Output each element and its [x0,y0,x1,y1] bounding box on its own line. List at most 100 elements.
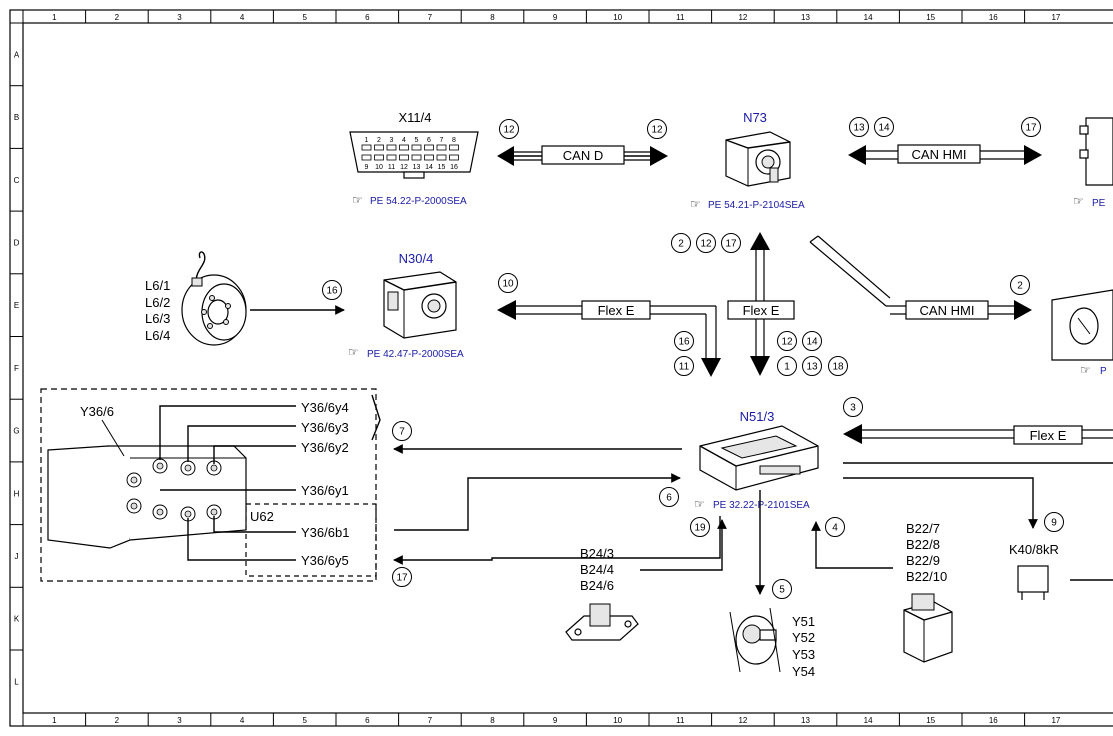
sensor-b24-3: B24/3 [580,546,614,561]
callout-circle [1044,512,1064,532]
valve-y36-6y2: Y36/6y2 [301,440,349,455]
manual-ref-icon: ☞ [352,193,363,207]
callout-circle [659,487,679,507]
connector-pin [424,144,434,151]
n73-ref: PE 54.21-P-2104SEA [708,200,805,211]
connector-pin [436,154,447,161]
callout-circle [392,567,412,587]
can-hmi-mid-bus: CAN HMI [809,235,1032,320]
callout-number: 14 [878,123,890,134]
right-top-device: ☞ PE [1073,117,1113,209]
callout-number: 18 [832,362,844,373]
callout-number: 12 [781,337,793,348]
valve-bolt-core [130,502,138,510]
callout-circle [772,579,792,599]
callout-circle [1010,275,1030,295]
valve-bolt-core [156,462,164,470]
callout-number: 19 [694,523,706,534]
n51-3-control-unit: N51/3 ☞ PE 32.22-P-2101SEA [694,409,819,511]
callout-circle [777,331,797,351]
grid-col-label: 3 [177,13,182,22]
grid-col-label: 9 [553,716,558,725]
solenoid-y53: Y53 [792,647,815,662]
valve-bolt-core [184,510,192,518]
callout-circle [674,356,694,376]
sensor-b22-9: B22/9 [906,553,940,568]
grid-row-label: K [14,615,20,624]
manual-ref-icon: ☞ [690,197,701,211]
pin-number: 14 [425,164,433,171]
sensor-l6-2: L6/2 [145,295,170,310]
grid-col-label: 1 [52,13,57,22]
b22-sensors: B22/7 B22/8 B22/9 B22/10 [811,521,953,663]
callout-circle [498,273,518,293]
flex-e-left-label: Flex E [598,303,635,318]
grid-col-label: 13 [801,716,810,725]
grid-col-label: 8 [490,13,495,22]
callout-number: 2 [1017,281,1023,292]
callout-number: 10 [502,279,514,290]
callout-number: 4 [832,523,838,534]
grid-row-label: D [14,238,20,247]
solenoid-y51: Y51 [792,614,815,629]
sensor-b24-4: B24/4 [580,562,614,577]
callout-circle [499,119,519,139]
y36-6-signal-lines [393,444,721,565]
valve-bolt-core [210,508,218,516]
pin-number: 6 [427,137,431,144]
relay-k40-8kr: K40/8kR [1009,542,1059,557]
right-top-ref: PE [1092,198,1106,209]
grid-col-label: 12 [738,13,747,22]
grid-col-label: 14 [864,13,873,22]
connector-pin [411,154,422,161]
right-mid-device: ☞ P [1051,289,1113,377]
sensor-b22-10: B22/10 [906,569,947,584]
solenoid-y54: Y54 [792,664,815,679]
callout-number: 17 [1025,123,1037,134]
n73-label: N73 [743,110,767,125]
pin-number: 4 [402,137,406,144]
callout-number: 17 [725,239,737,250]
n51-3-label: N51/3 [740,409,775,424]
grid-col-label: 9 [553,13,558,22]
sensor-b22-7: B22/7 [906,521,940,536]
connector-pin [449,154,459,161]
grid-col-label: 1 [52,716,57,725]
y36-6-valve-block: U62 Y36/6 Y36/6y4 Y36/6y3 Y36/6y2 Y36/6y… [40,388,381,582]
flex-e-left-bus: Flex E [497,300,721,377]
callout-number: 12 [503,125,515,136]
grid-row-label: B [14,113,19,122]
callout-circle [1021,117,1041,137]
grid-col-label: 15 [926,13,935,22]
callout-number: 9 [1051,518,1057,529]
grid-row-label: G [13,427,19,436]
grid-col-label: 6 [365,716,370,725]
callout-circle [690,517,710,537]
callout-circle [843,397,863,417]
sensor-l6-3: L6/3 [145,311,170,326]
pin-number: 3 [390,137,394,144]
callout-circle [874,117,894,137]
manual-ref-icon: ☞ [694,497,705,511]
connector-pin [386,144,397,151]
x11-4-ref: PE 54.22-P-2000SEA [370,196,467,207]
pin-number: 12 [400,164,408,171]
l6-wheel-speed-sensors: L6/1 L6/2 L6/3 L6/4 [145,251,247,346]
x11-4-label: X11/4 [398,110,431,125]
k40-8kr-relay: K40/8kR [1009,542,1113,600]
sensor-y36-6b1: Y36/6b1 [301,525,349,540]
can-hmi-top-label: CAN HMI [912,147,967,162]
valve-bolt-core [156,508,164,516]
callout-number: 1 [784,362,790,373]
grid-col-label: 3 [177,716,182,725]
valve-y36-6y4: Y36/6y4 [301,400,349,415]
callout-circle [802,331,822,351]
sensor-b22-8: B22/8 [906,537,940,552]
pin-number: 1 [365,137,369,144]
y36-6-label: Y36/6 [80,404,114,419]
